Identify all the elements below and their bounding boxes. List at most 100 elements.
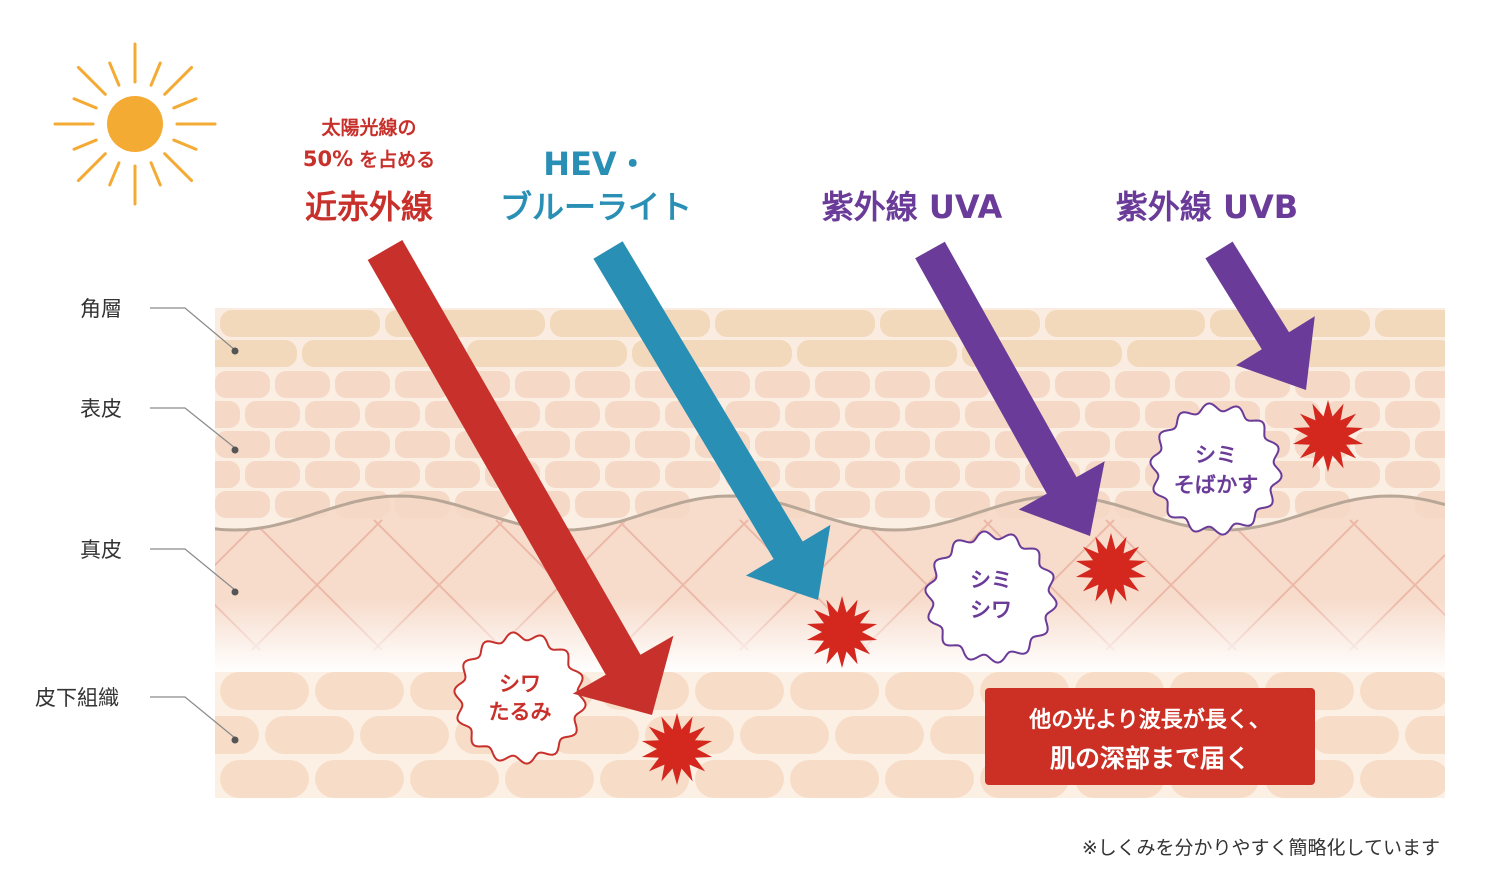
cell — [1415, 431, 1470, 458]
cell — [275, 431, 330, 458]
cell — [575, 431, 630, 458]
sun-ray — [151, 163, 160, 185]
leader-dot — [232, 447, 239, 454]
cell — [790, 672, 879, 710]
cell — [965, 461, 1020, 488]
cell — [545, 461, 600, 488]
cell — [605, 461, 660, 488]
cell — [575, 491, 630, 518]
cell — [215, 431, 270, 458]
cell — [515, 371, 570, 398]
nir-title: 近赤外線 — [305, 188, 433, 226]
cell — [220, 310, 380, 337]
label-subcutaneous: 皮下組織 — [35, 686, 119, 710]
sun-ray — [165, 154, 192, 181]
effect-text: シワ — [970, 598, 1012, 622]
cell — [220, 760, 309, 798]
sun-ray — [174, 99, 196, 108]
cell — [935, 431, 990, 458]
sun-ray — [74, 140, 96, 149]
sun-ray — [151, 63, 160, 85]
cell — [1310, 716, 1399, 754]
callout-line2: 肌の深部まで届く — [1050, 744, 1250, 773]
sun-ray — [110, 63, 119, 85]
cell — [905, 401, 960, 428]
cell — [125, 672, 214, 710]
cell — [1175, 371, 1230, 398]
cell — [845, 461, 900, 488]
label-stratum-corneum: 角層 — [80, 297, 122, 321]
cell — [635, 431, 690, 458]
cell — [1325, 461, 1380, 488]
effect-text: シミ — [970, 568, 1012, 592]
cell — [137, 340, 297, 367]
cell — [835, 716, 924, 754]
cell — [815, 431, 870, 458]
sun-ray — [74, 99, 96, 108]
sun-icon — [55, 44, 215, 204]
nir-caption-line2: 50%を占める — [303, 147, 435, 171]
cell — [265, 716, 354, 754]
effect-text: そばかす — [1174, 473, 1258, 497]
effect-text: たるみ — [489, 700, 552, 724]
cell — [1355, 371, 1410, 398]
cell — [1045, 310, 1205, 337]
leader-dot — [232, 348, 239, 355]
cell — [365, 401, 420, 428]
cell — [335, 371, 390, 398]
cell — [275, 371, 330, 398]
cell — [245, 461, 300, 488]
fiber — [1472, 520, 1500, 650]
cell — [605, 401, 660, 428]
cell — [125, 760, 214, 798]
cell — [885, 672, 974, 710]
cell — [790, 760, 879, 798]
cell — [55, 310, 215, 337]
sun-ray — [78, 67, 105, 94]
sun-ray — [165, 67, 192, 94]
leader-dot — [232, 737, 239, 744]
callout-box: 他の光より波長が長く、 肌の深部まで届く — [985, 688, 1315, 785]
cell — [315, 760, 404, 798]
hev-title-line2: ブルーライト — [500, 188, 692, 226]
cell — [905, 461, 960, 488]
cell — [1360, 760, 1449, 798]
cell — [1355, 431, 1410, 458]
cell — [1292, 340, 1452, 367]
cell — [1375, 310, 1500, 337]
cell — [467, 340, 627, 367]
cell — [785, 461, 840, 488]
cell — [275, 491, 330, 518]
leader-dot — [232, 589, 239, 596]
cell — [395, 431, 450, 458]
cell — [335, 431, 390, 458]
cell — [797, 340, 957, 367]
cell — [885, 760, 974, 798]
uva-title: 紫外線 UVA — [822, 188, 1003, 226]
cell — [755, 431, 810, 458]
cell — [575, 371, 630, 398]
sun-ray — [78, 154, 105, 181]
cell — [740, 716, 829, 754]
cell — [815, 371, 870, 398]
sun-ray — [174, 140, 196, 149]
cell — [360, 716, 449, 754]
cell — [410, 760, 499, 798]
nir-caption-line1: 太陽光線の — [321, 116, 416, 139]
cell — [220, 672, 309, 710]
cell — [1405, 716, 1494, 754]
cell — [785, 401, 840, 428]
cell — [755, 371, 810, 398]
cell — [1385, 401, 1440, 428]
cell — [875, 371, 930, 398]
label-dermis: 真皮 — [80, 538, 122, 562]
footnote: ※しくみを分かりやすく簡略化しています — [1082, 837, 1440, 859]
cell — [155, 491, 210, 518]
effect-text: シミ — [1195, 443, 1237, 467]
cell — [695, 672, 784, 710]
cell — [305, 461, 360, 488]
sun-disc — [107, 96, 163, 152]
cell — [875, 431, 930, 458]
